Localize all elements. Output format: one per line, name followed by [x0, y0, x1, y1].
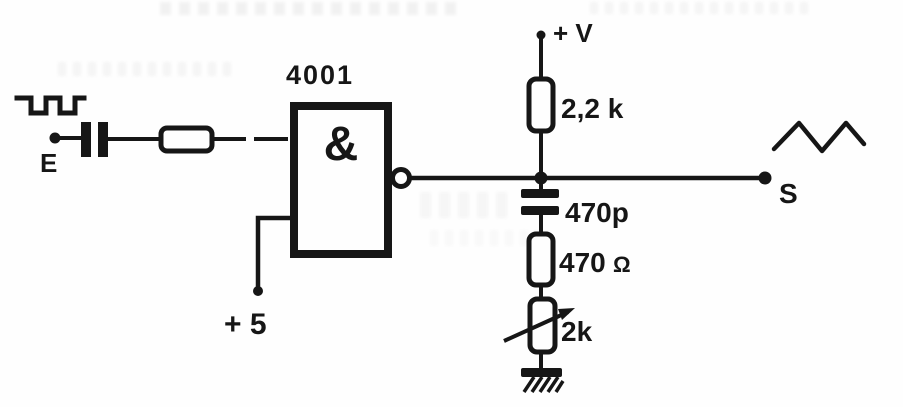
output-capacitor-label: 470p — [565, 197, 629, 228]
triangle-wave-icon — [771, 120, 867, 154]
output-capacitor — [521, 189, 559, 215]
output-terminal-label: S — [779, 178, 798, 209]
output-terminal-dot — [758, 171, 772, 185]
input-coupling-capacitor — [81, 122, 108, 157]
gate-function-symbol: & — [324, 118, 359, 171]
logic-gate-body — [290, 102, 392, 258]
supply-rail-dot — [536, 30, 546, 40]
input-resistor — [158, 125, 215, 154]
supply-rail-label: + V — [553, 18, 593, 48]
junction-dot — [534, 171, 548, 185]
series-resistor-label: 470 — [559, 247, 606, 278]
potentiometer — [503, 296, 575, 355]
adjustment-arrow-head — [558, 308, 575, 320]
ic-label: 4001 — [286, 60, 354, 90]
pullup-resistor-label: 2,2 k — [561, 93, 624, 124]
input-terminal-label: E — [40, 148, 57, 178]
adjustment-arrow-icon — [503, 310, 569, 343]
gate-supply-terminal-dot — [253, 286, 263, 296]
earth-ground-icon — [521, 368, 565, 393]
inversion-bubble-icon — [390, 167, 412, 189]
square-wave-icon — [14, 95, 87, 116]
potentiometer-label: 2k — [561, 316, 593, 347]
gate-supply-wire — [255, 215, 292, 290]
series-resistor — [526, 231, 556, 288]
series-resistor-unit: Ω — [613, 252, 631, 277]
pullup-resistor — [526, 76, 556, 134]
gate-supply-label: + 5 — [224, 308, 267, 341]
